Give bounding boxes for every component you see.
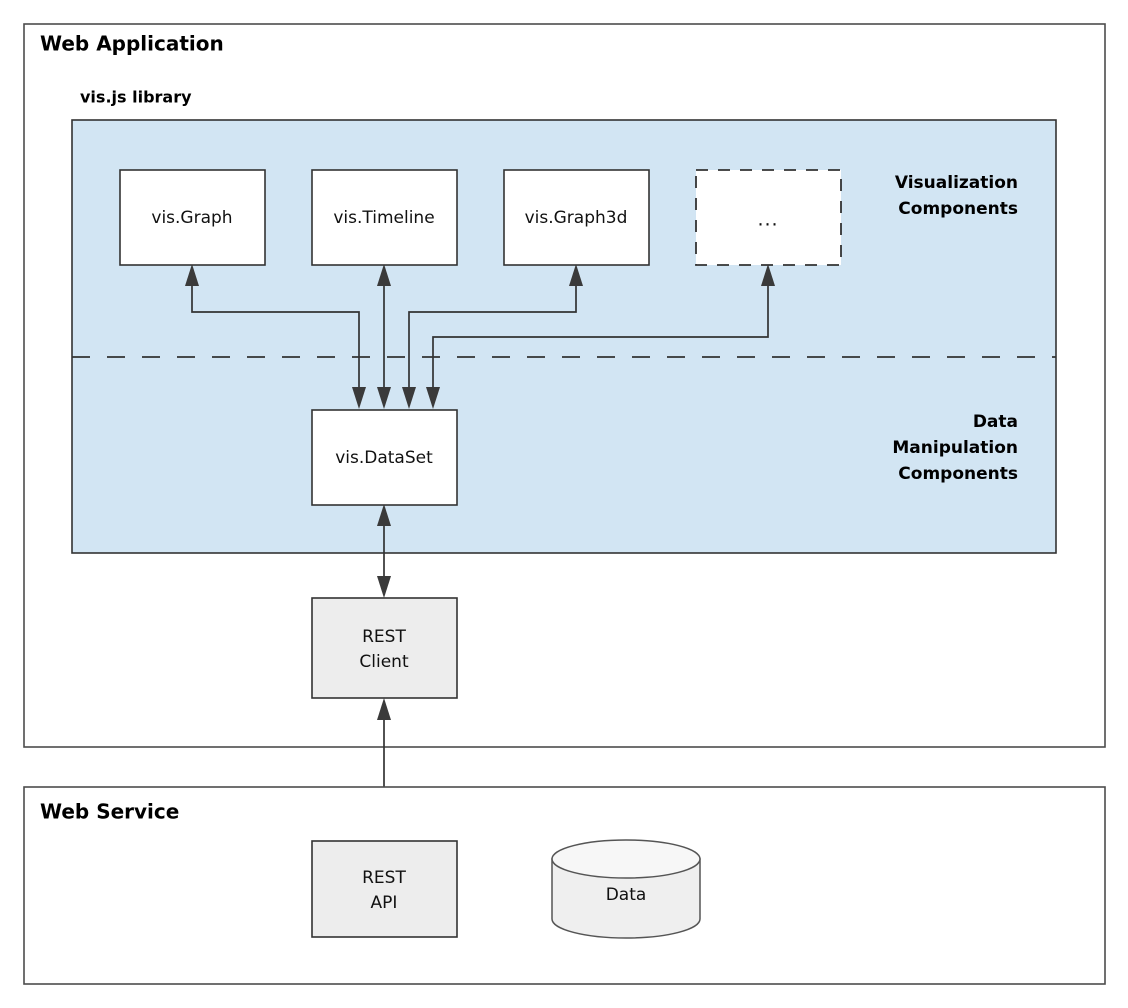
web-service-title: Web Service bbox=[40, 800, 179, 824]
visualization-components-label: Visualization Components bbox=[895, 173, 1018, 219]
vis-dataset-box[interactable] bbox=[311, 409, 458, 506]
rest-api-label-line1: REST bbox=[362, 868, 406, 888]
vis-graph-box[interactable] bbox=[119, 169, 266, 266]
rest-client-label-line1: REST bbox=[362, 627, 406, 647]
node-vis-timeline[interactable]: vis.Timeline bbox=[311, 169, 458, 266]
edge-graph3d-dataset bbox=[402, 264, 583, 409]
node-rest-client[interactable]: REST Client bbox=[311, 597, 458, 699]
svg-text:Visualization: Visualization bbox=[895, 173, 1018, 193]
vis-graph3d-label: vis.Graph3d bbox=[525, 208, 628, 228]
svg-text:Manipulation: Manipulation bbox=[892, 438, 1018, 458]
data-store-label: Data bbox=[606, 885, 647, 905]
more-components-box[interactable] bbox=[695, 169, 842, 266]
data-cylinder-body[interactable] bbox=[551, 858, 701, 939]
edge-dataset-restclient bbox=[377, 504, 391, 598]
edge-more-dataset bbox=[426, 264, 775, 409]
node-data-store[interactable]: Data bbox=[551, 839, 701, 939]
edge-timeline-dataset bbox=[377, 264, 391, 409]
vis-dataset-label: vis.DataSet bbox=[335, 448, 433, 468]
more-components-label: ... bbox=[757, 209, 778, 231]
rest-client-box[interactable] bbox=[311, 597, 458, 699]
visjs-library-label: vis.js library bbox=[80, 88, 192, 107]
node-more-components[interactable]: ... bbox=[695, 169, 842, 266]
rest-client-label-line2: Client bbox=[359, 652, 409, 672]
data-manipulation-components-label: Data Manipulation Components bbox=[892, 412, 1018, 484]
rest-api-label-line2: API bbox=[371, 893, 398, 913]
node-vis-graph[interactable]: vis.Graph bbox=[119, 169, 266, 266]
svg-text:Components: Components bbox=[898, 464, 1018, 484]
vis-timeline-label: vis.Timeline bbox=[333, 208, 434, 228]
data-cylinder-top bbox=[551, 839, 701, 879]
node-rest-api[interactable]: REST API bbox=[311, 840, 458, 938]
svg-text:Components: Components bbox=[898, 199, 1018, 219]
node-vis-dataset[interactable]: vis.DataSet bbox=[311, 409, 458, 506]
vis-graph3d-box[interactable] bbox=[503, 169, 650, 266]
web-application-title: Web Application bbox=[40, 32, 224, 56]
svg-text:Data: Data bbox=[973, 412, 1018, 432]
vis-graph-label: vis.Graph bbox=[151, 208, 232, 228]
node-vis-graph3d[interactable]: vis.Graph3d bbox=[503, 169, 650, 266]
vis-timeline-box[interactable] bbox=[311, 169, 458, 266]
rest-api-box[interactable] bbox=[311, 840, 458, 938]
edge-graph-dataset bbox=[185, 264, 366, 409]
